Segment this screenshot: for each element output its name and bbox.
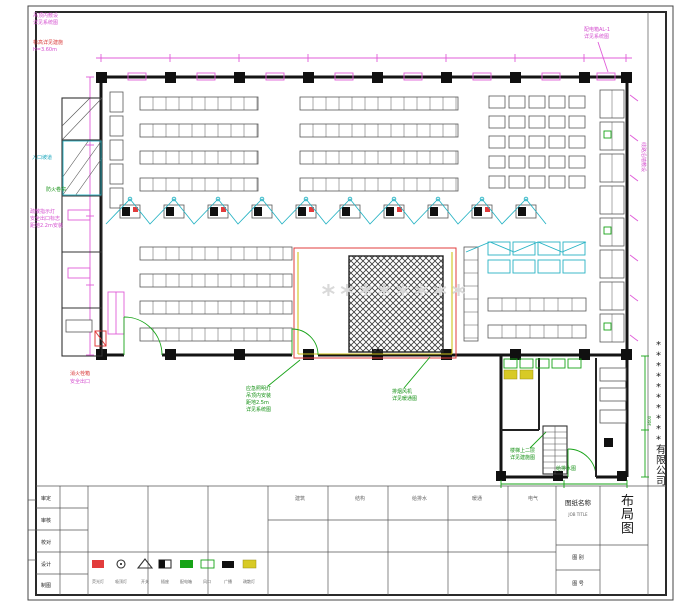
watermark-text: ******** xyxy=(322,280,471,310)
company-name: **********有限公司 xyxy=(656,340,666,488)
note-topleft-4: H=3.60m xyxy=(33,47,57,53)
checkout-registers xyxy=(105,196,547,225)
legend-label-7: 疏散灯 xyxy=(243,578,255,584)
note-topleft-2: 详见系统图 xyxy=(33,19,58,26)
sig-label-2: 校对 xyxy=(41,539,51,546)
note-annex-green-1: 楼梯上二层 xyxy=(510,447,535,454)
cosign-4: 电气 xyxy=(528,495,538,502)
note-left-3: 距地2.2m安装 xyxy=(30,222,63,229)
cosign-2: 给排水 xyxy=(412,495,427,502)
dim-annex-right: 3600 xyxy=(647,415,652,426)
sig-label-1: 审核 xyxy=(41,517,51,524)
note-fire-shutter: 防火卷帘 xyxy=(46,186,66,193)
note-annex-green-3: 给排水图 xyxy=(556,465,576,472)
legend-label-5: 风口 xyxy=(203,579,211,584)
legend-symbols xyxy=(92,558,257,569)
note-bottom-green-1: 应急照明灯 xyxy=(246,385,271,392)
note-rightmid: 线路沿墙敷设 xyxy=(640,142,647,172)
note-center-green-1: 排烟风机 xyxy=(392,388,412,395)
legend-label-2: 开关 xyxy=(141,578,149,584)
note-entry-ramp: 入口坡道 xyxy=(32,154,52,161)
note-bottom-green-2: 吊顶内安装 xyxy=(246,392,271,399)
note-topleft-1: 吊顶内敷设 xyxy=(33,12,58,19)
drawing-title: 布局图 xyxy=(621,494,635,536)
annex-rooms xyxy=(61,97,627,477)
sheet-type-label: 图 别 xyxy=(572,554,584,561)
cosign-0: 建筑 xyxy=(295,495,305,502)
note-exit: 安全出口 xyxy=(70,378,90,385)
legend-label-0: 荧光灯 xyxy=(92,578,104,584)
note-topright-1: 配电箱AL-1 xyxy=(584,26,610,33)
job-title-label-cn: 图纸名称 xyxy=(565,498,592,507)
inner-border xyxy=(35,11,667,596)
shelving-fixtures xyxy=(109,89,625,343)
job-title-label-en: JOB TITLE xyxy=(567,512,588,517)
title-block-grid xyxy=(28,485,666,595)
sig-label-0: 审定 xyxy=(41,495,51,502)
note-center-green-2: 详见暖通图 xyxy=(392,395,417,402)
cosign-1: 结构 xyxy=(355,495,365,502)
note-bottom-green-4: 详见系统图 xyxy=(246,406,271,413)
sig-label-4: 制图 xyxy=(41,582,51,589)
note-annex-green-2: 详见建施图 xyxy=(510,454,535,461)
note-topleft-3: 标高详见建施 xyxy=(33,39,63,46)
note-left-2: 安全出口标志 xyxy=(30,215,60,222)
outer-border xyxy=(27,5,674,601)
cosign-3: 暖通 xyxy=(472,495,482,502)
legend-label-4: 配电箱 xyxy=(180,578,192,584)
note-topright-2: 详见系统图 xyxy=(584,33,609,40)
note-hydrant: 消火栓箱 xyxy=(70,370,90,377)
sig-label-3: 设计 xyxy=(41,561,51,568)
legend-label-3: 插座 xyxy=(161,578,169,584)
mep-annotation-lines xyxy=(86,41,649,488)
legend-label-6: 广播 xyxy=(224,578,232,584)
legend-label-1: 吸顶灯 xyxy=(115,578,127,584)
note-left-1: 疏散指示灯 xyxy=(30,208,55,215)
sheet-no-label: 图 号 xyxy=(572,581,584,587)
note-bottom-green-3: 距地2.5m xyxy=(246,399,269,406)
